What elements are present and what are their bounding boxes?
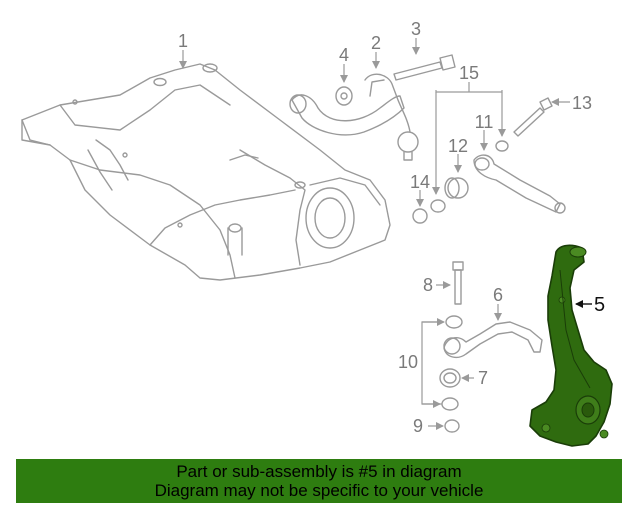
callout-leaders: [179, 38, 592, 430]
callout-11: 11: [475, 112, 494, 132]
callout-15: 15: [459, 63, 479, 83]
lower-arm-part-6: [443, 321, 543, 359]
lower-link-part-11: [473, 154, 566, 214]
callout-4: 4: [339, 45, 349, 65]
nut-part-14: [412, 208, 428, 224]
callout-3: 3: [411, 19, 421, 39]
bushing-part-7: [439, 368, 461, 388]
callout-14: 14: [410, 172, 430, 192]
callout-8: 8: [423, 275, 433, 295]
washer-part-15a: [430, 199, 446, 213]
callout-7: 7: [478, 368, 488, 388]
bolt-part-13: [513, 97, 553, 137]
bolt-part-8: [452, 261, 464, 305]
bushing-part-4: [335, 86, 353, 106]
callout-10: 10: [398, 352, 418, 372]
callout-1: 1: [178, 31, 188, 51]
washer-part-15b: [495, 140, 509, 152]
callout-2: 2: [371, 33, 381, 53]
nut-part-9: [444, 419, 460, 433]
bushing-part-12: [444, 177, 469, 199]
callout-9: 9: [413, 416, 423, 436]
bolt-part-3: [393, 54, 456, 81]
callout-6: 6: [493, 285, 503, 305]
washer-part-10b: [441, 397, 459, 411]
steering-knuckle-part-5: [529, 244, 613, 447]
highlight-notice-banner: Part or sub-assembly is #5 in diagram Di…: [16, 459, 622, 503]
callout-5: 5: [594, 294, 605, 316]
subframe-part-1: [21, 63, 391, 281]
callout-12: 12: [448, 136, 468, 156]
callout-13: 13: [572, 93, 592, 113]
washer-part-10a: [445, 315, 463, 329]
upper-control-arm-part-2: [289, 73, 419, 161]
banner-line-1: Part or sub-assembly is #5 in diagram: [176, 462, 462, 481]
banner-line-2: Diagram may not be specific to your vehi…: [154, 481, 484, 500]
